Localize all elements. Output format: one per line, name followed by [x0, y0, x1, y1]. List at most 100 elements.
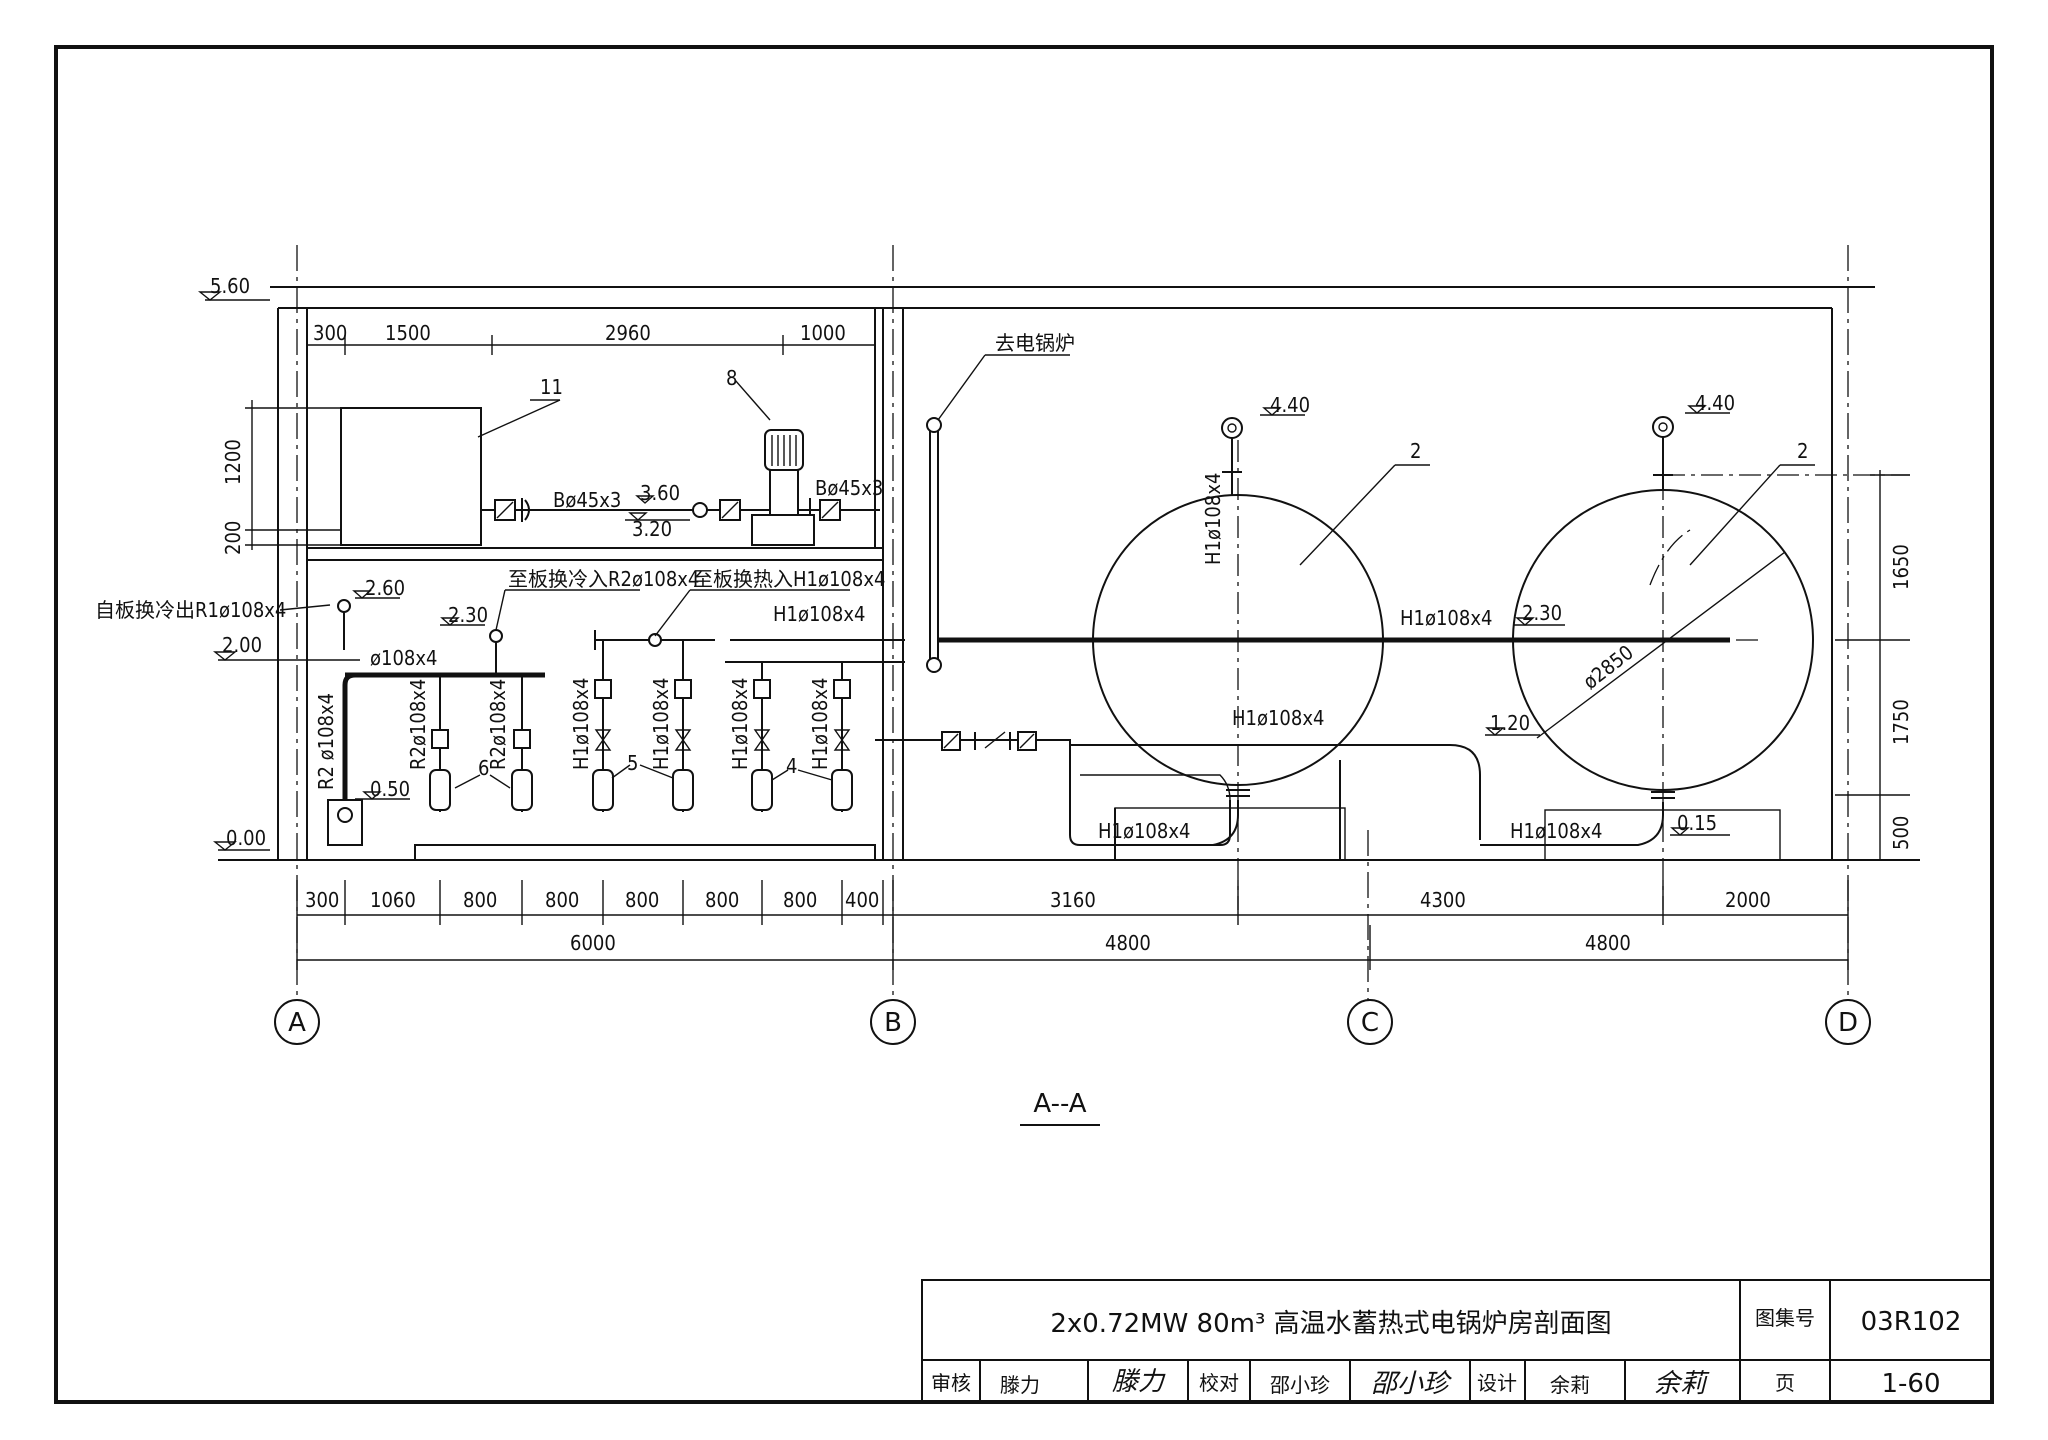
- dim-2960: 2960: [605, 321, 651, 345]
- axis-label-c: C: [1361, 1008, 1379, 1038]
- top-dimensions: 300 1500 2960 1000 1200 200: [221, 321, 875, 555]
- dim-500: 500: [1889, 816, 1913, 850]
- checker-name: 邵小珍: [1270, 1373, 1330, 1397]
- design-label: 设计: [1477, 1371, 1517, 1395]
- dim-300-top: 300: [313, 321, 347, 345]
- dim-b-3160: 3160: [1050, 888, 1096, 912]
- review-label: 审核: [931, 1371, 971, 1395]
- elev-2-30-right: 2.30: [1522, 601, 1562, 625]
- dim-b-400: 400: [845, 888, 879, 912]
- pipe-label-b45-right: Bø45x3: [815, 476, 883, 500]
- pipe-label-r2-pump-a: R2ø108x4: [406, 679, 430, 770]
- pipe-label-tank1-top: H1ø108x4: [1201, 473, 1225, 565]
- elev-4-40-left: 4.40: [1270, 393, 1310, 417]
- pipe-label-h1-pump-2: H1ø108x4: [649, 678, 673, 770]
- elev-2-30-left: 2.30: [448, 603, 488, 627]
- right-dimensions: 1650 1750 500: [1835, 470, 1913, 861]
- pipe-label-header-108: ø108x4: [370, 646, 437, 670]
- pipe-label-tank1-mid: H1ø108x4: [1232, 706, 1324, 730]
- pump-8: 8: [726, 366, 815, 546]
- lower-pipe: [875, 731, 1481, 846]
- axis-bubble-c: [1347, 999, 1393, 1045]
- callout-8: 8: [726, 366, 737, 390]
- elev-1-20: 1.20: [1490, 711, 1530, 735]
- pipe-label-tank1-bottom: H1ø108x4: [1098, 819, 1190, 843]
- atlas-label: 图集号: [1755, 1306, 1815, 1330]
- pipe-label-h1-pump-4: H1ø108x4: [808, 678, 832, 770]
- drawing-title: 2x0.72MW 80m³ 高温水蓄热式电锅炉房剖面图: [1050, 1309, 1611, 1339]
- callout-11: 11: [540, 375, 563, 399]
- title-block: 2x0.72MW 80m³ 高温水蓄热式电锅炉房剖面图 图集号 03R102 审…: [921, 1279, 1993, 1403]
- dim-b-800-3: 800: [625, 888, 659, 912]
- dim-b-800-2: 800: [545, 888, 579, 912]
- dim-1650: 1650: [1889, 544, 1913, 590]
- dim-1750: 1750: [1889, 699, 1913, 745]
- page-number: 1-60: [1881, 1369, 1940, 1399]
- checker-signature: 邵小珍: [1371, 1369, 1452, 1399]
- dim-b-800-4: 800: [705, 888, 739, 912]
- label-to-boiler: 去电锅炉: [995, 331, 1075, 355]
- section-label: A--A: [1033, 1089, 1086, 1119]
- designer-signature: 余莉: [1654, 1369, 1710, 1399]
- axis-bubble-d: [1825, 999, 1871, 1045]
- bottom-dimensions: 300 1060 800 800 800 800 800 400 3160 43…: [296, 880, 1849, 970]
- dim-total-6000: 6000: [570, 931, 616, 955]
- designer-name: 余莉: [1550, 1373, 1590, 1397]
- axis-label-a: A: [288, 1008, 306, 1038]
- callout-4: 4: [786, 754, 797, 778]
- dim-b-2000: 2000: [1725, 888, 1771, 912]
- elev-2-00: 2.00: [222, 633, 262, 657]
- pipe-label-h1-pump-3: H1ø108x4: [728, 678, 752, 770]
- pipe-label-h1-header: H1ø108x4: [773, 602, 865, 626]
- pipe-label-r2-pump-b: R2ø108x4: [486, 679, 510, 770]
- pipe-label-to-plate-cold: 至板换冷入R2ø108x4: [508, 567, 699, 591]
- elev-4-40-right: 4.40: [1695, 391, 1735, 415]
- dim-b-800-5: 800: [783, 888, 817, 912]
- axis-label-b: B: [884, 1008, 902, 1038]
- dim-1200: 1200: [221, 439, 245, 485]
- dim-b-800-1: 800: [463, 888, 497, 912]
- dim-b-1060: 1060: [370, 888, 416, 912]
- dim-b-300: 300: [305, 888, 339, 912]
- pipe-label-tank2-bottom: H1ø108x4: [1510, 819, 1602, 843]
- equipment-11-box: [340, 407, 482, 546]
- elev-0-00: 0.00: [226, 826, 266, 850]
- tank-1: 4.40 H1ø108x4 2 H1ø108x4 H1ø108x4: [1092, 393, 1430, 910]
- page-label: 页: [1775, 1371, 1795, 1395]
- pipe-label-h1-pump-1: H1ø108x4: [569, 678, 593, 770]
- axis-lines: [296, 245, 1849, 1000]
- pipe-label-from-plate-out: 自板换冷出R1ø108x4: [95, 598, 286, 622]
- pipe-label-b45-left: Bø45x3: [553, 488, 621, 512]
- elev-5-60: 5.60: [210, 274, 250, 298]
- check-label: 校对: [1199, 1371, 1239, 1395]
- pump-set: R2ø108x4 R2ø108x4 H1ø108x4 H1ø108x4 H1ø1…: [406, 678, 876, 861]
- dim-1500: 1500: [385, 321, 431, 345]
- callout-6: 6: [478, 756, 489, 780]
- elev-3-20: 3.20: [632, 517, 672, 541]
- reviewer-signature: 滕力: [1112, 1367, 1166, 1397]
- elev-2-60: 2.60: [365, 576, 405, 600]
- pump-room-pipes: 自板换冷出R1ø108x4 2.60 ø108x4 2.30 至板换冷入R2ø1…: [95, 567, 905, 846]
- tank-2: 4.40 2 ø2850 2.30 1.20 H1ø108x4 0.15: [1480, 391, 1910, 910]
- dim-200: 200: [221, 521, 245, 555]
- callout-5: 5: [627, 751, 638, 775]
- callout-2-left: 2: [1410, 439, 1421, 463]
- riser-to-boiler: 去电锅炉: [926, 331, 1075, 673]
- reviewer-name: 滕力: [1000, 1373, 1040, 1397]
- dim-b-4300: 4300: [1420, 888, 1466, 912]
- dim-total-4800-b: 4800: [1585, 931, 1631, 955]
- pipe-label-to-plate-hot: 至板换热入H1ø108x4: [693, 567, 885, 591]
- atlas-number: 03R102: [1861, 1307, 1962, 1337]
- elev-0-50: 0.50: [370, 777, 410, 801]
- dim-total-4800-a: 4800: [1105, 931, 1151, 955]
- tank-diameter: ø2850: [1578, 640, 1638, 694]
- axis-label-d: D: [1838, 1008, 1858, 1038]
- elev-0-15: 0.15: [1677, 811, 1717, 835]
- axis-bubbles: A B C D: [274, 999, 1871, 1045]
- pipe-label-r2-vertical: R2 ø108x4: [314, 693, 338, 790]
- left-elevations: 5.60 2.00 0.00: [198, 274, 360, 851]
- pipe-b45: Bø45x3 Bø45x3 3.60 3.20: [481, 476, 883, 541]
- pipe-label-tank-link: H1ø108x4: [1400, 606, 1492, 630]
- dim-1000: 1000: [800, 321, 846, 345]
